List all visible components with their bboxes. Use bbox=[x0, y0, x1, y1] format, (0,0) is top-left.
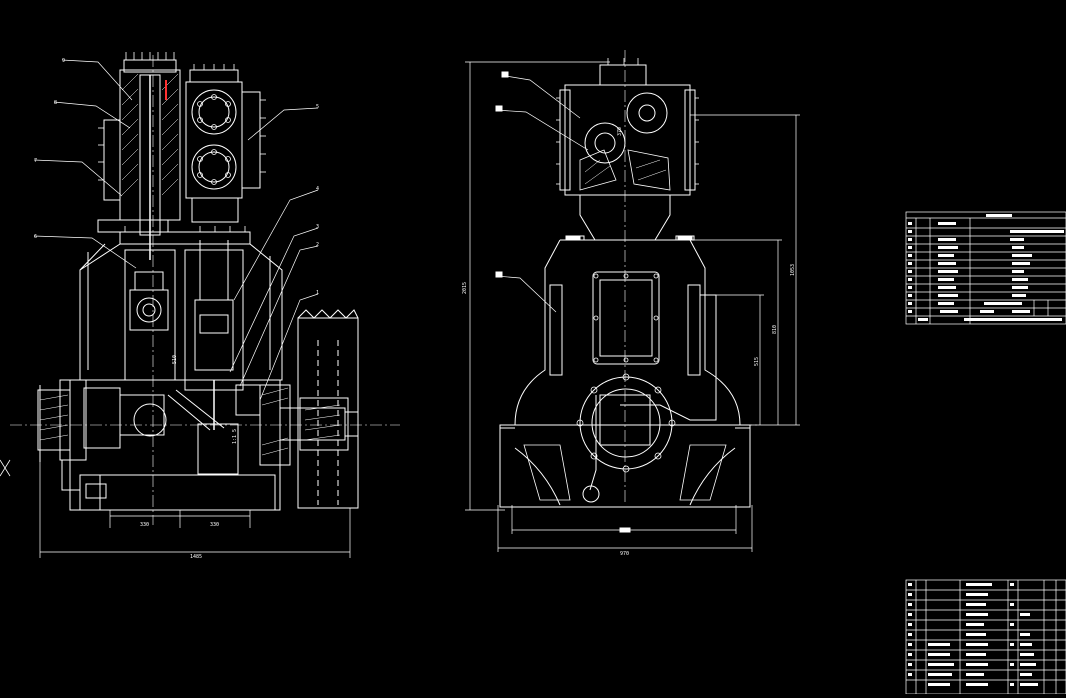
dim-left-overall: 1485 bbox=[190, 554, 202, 560]
dim-right-height-1: 1053 bbox=[790, 264, 796, 276]
balloon-3: 7 bbox=[34, 158, 37, 164]
dim-right-height-total: 2015 bbox=[462, 282, 468, 294]
balloon-4: 6 bbox=[34, 234, 37, 240]
balloon-1: 9 bbox=[62, 58, 65, 64]
balloon-8: 2 bbox=[316, 242, 319, 248]
dim-left-height: 510 bbox=[172, 355, 178, 364]
right-end-view bbox=[465, 50, 800, 552]
balloon-7: 3 bbox=[316, 224, 319, 230]
dim-right-height-3: 515 bbox=[754, 357, 760, 366]
dim-right-height-2: 810 bbox=[772, 325, 778, 334]
dim-left-base-2: 330 bbox=[210, 522, 219, 528]
balloon-6: 4 bbox=[316, 186, 319, 192]
dim-right-width: 970 bbox=[620, 551, 629, 557]
parts-list-table-top bbox=[905, 211, 1066, 325]
balloon-9: 1 bbox=[316, 290, 319, 296]
title-block-bottom bbox=[905, 579, 1066, 695]
balloon-2: 8 bbox=[54, 100, 57, 106]
dim-right-label-a: 370 bbox=[617, 127, 623, 136]
dim-left-base-1: 330 bbox=[140, 522, 149, 528]
dim-left-small: 1:1 5 bbox=[232, 429, 238, 444]
left-section-view bbox=[0, 52, 400, 558]
balloon-5: 5 bbox=[316, 104, 319, 110]
